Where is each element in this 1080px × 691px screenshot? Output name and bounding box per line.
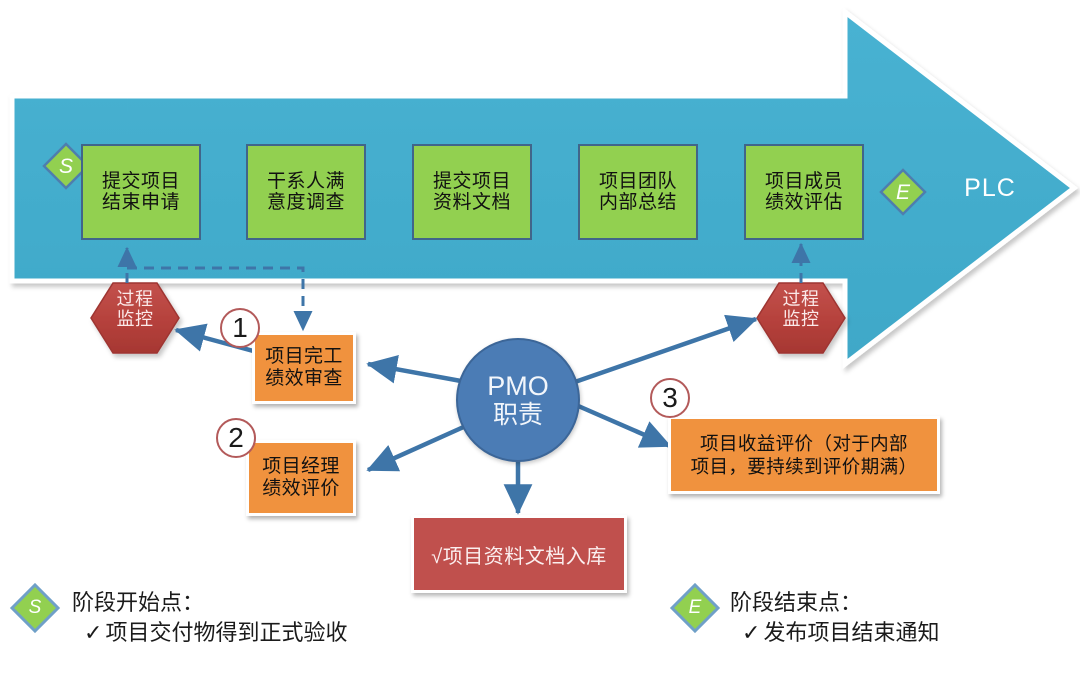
pmo-line1: PMO	[487, 370, 549, 401]
pmo-connectors	[174, 314, 758, 515]
legend-end-diamond-icon	[669, 582, 721, 634]
task-number-badge-1: 1	[220, 308, 260, 348]
end-point-diamond-icon	[879, 168, 927, 216]
pmo-task-line1: 项目收益评价（对于内部	[700, 432, 908, 454]
legend-end-title: 阶段结束点：	[730, 590, 863, 615]
dashed-connector-task1	[127, 266, 313, 332]
plc-label: PLC	[964, 173, 1016, 202]
legend-end-block: 阶段结束点： ✓发布项目结束通知	[730, 588, 939, 647]
legend-start-item-text: 项目交付物得到正式验收	[105, 619, 348, 645]
phase-step-line2: 结束申请	[101, 192, 180, 213]
phase-step-line2: 绩效评估	[764, 192, 843, 213]
plc-phase-arrow	[9, 6, 1079, 370]
phase-step-line2: 资料文档	[432, 192, 511, 213]
phase-step-line1: 项目团队	[598, 170, 677, 192]
pmo-task-manager-performance-evaluation[interactable]: 项目经理 绩效评价	[246, 440, 356, 516]
phase-step-team-internal-summary[interactable]: 项目团队 内部总结	[578, 144, 698, 240]
legend-start-check: ✓	[84, 619, 106, 645]
phase-step-stakeholder-satisfaction-survey[interactable]: 干系人满 意度调查	[246, 144, 366, 240]
legend-start-diamond-icon	[9, 582, 61, 634]
legend-start-title: 阶段开始点：	[72, 590, 205, 615]
phase-step-member-performance-evaluation[interactable]: 项目成员 绩效评估	[744, 144, 864, 240]
phase-step-line1: 提交项目	[101, 170, 180, 192]
phase-step-submit-closure-request[interactable]: 提交项目 结束申请	[81, 144, 201, 240]
phase-step-line1: 项目成员	[764, 170, 843, 192]
project-document-archive-box[interactable]: √项目资料文档入库	[411, 515, 627, 593]
pmo-task-line2: 项目，要持续到评价期满）	[690, 456, 918, 477]
pmo-task-line1: 项目经理	[262, 456, 340, 478]
pmo-task-completion-performance-review[interactable]: 项目完工 绩效审查	[252, 332, 356, 404]
pmo-task-line1: 项目完工	[265, 346, 343, 368]
legend-end-item-text: 发布项目结束通知	[763, 619, 940, 645]
phase-step-submit-project-documents[interactable]: 提交项目 资料文档	[412, 144, 532, 240]
task-number-badge-2: 2	[216, 418, 256, 458]
pmo-line2: 职责	[492, 401, 543, 430]
pmo-task-benefit-evaluation[interactable]: 项目收益评价（对于内部 项目，要持续到评价期满）	[668, 416, 940, 494]
phase-step-line1: 干系人满	[266, 170, 345, 192]
phase-step-line1: 提交项目	[432, 170, 511, 192]
pmo-task-line2: 绩效审查	[265, 368, 343, 389]
pmo-task-line2: 绩效评价	[262, 478, 340, 499]
task-number-badge-3: 3	[650, 378, 690, 418]
monitor-hexagon-right	[756, 282, 846, 354]
phase-step-line2: 意度调查	[266, 192, 345, 213]
legend-end-check: ✓	[742, 619, 764, 645]
legend-end-item: ✓发布项目结束通知	[730, 618, 939, 648]
phase-step-line2: 内部总结	[598, 192, 677, 213]
pmo-responsibility-circle[interactable]: PMO 职责	[456, 338, 580, 462]
legend-start-item: ✓项目交付物得到正式验收	[72, 618, 347, 648]
monitor-hexagon-left	[90, 282, 180, 354]
legend-start-block: 阶段开始点： ✓项目交付物得到正式验收	[72, 588, 347, 647]
